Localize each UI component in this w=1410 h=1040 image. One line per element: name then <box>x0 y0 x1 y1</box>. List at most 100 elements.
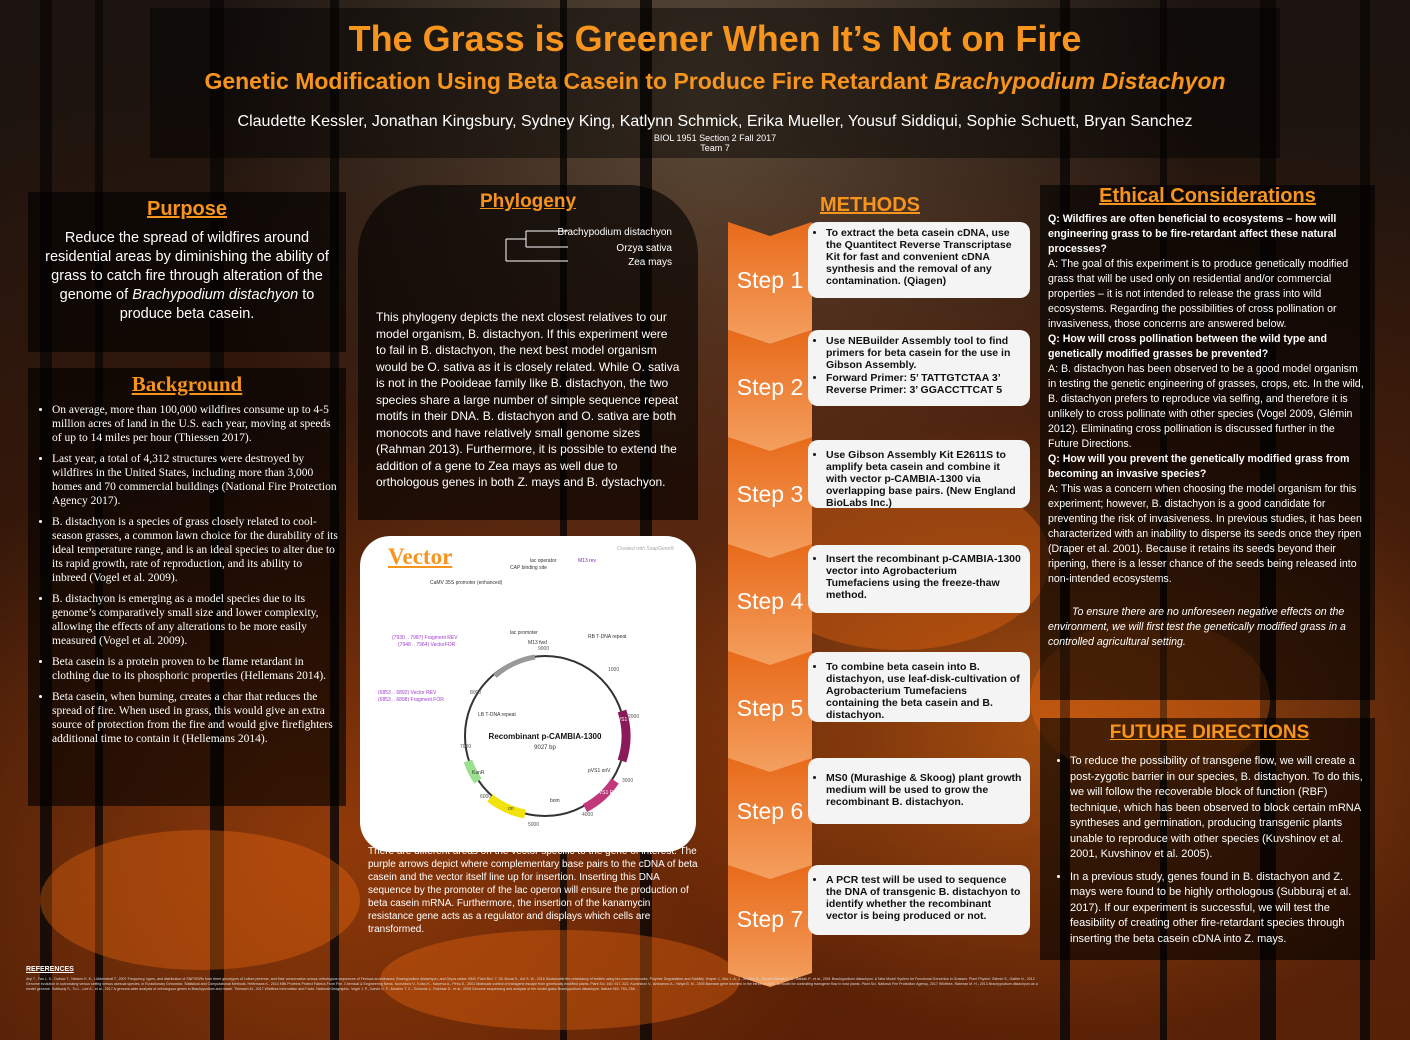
plasmid-label: (6853 .. 6892) Vector REV <box>378 690 437 696</box>
plasmid-label: ori <box>508 806 514 812</box>
background-item: Last year, a total of 4,312 structures w… <box>52 452 338 508</box>
plasmid-tick: 3000 <box>622 778 633 784</box>
step-item: Use NEBuilder Assembly tool to find prim… <box>826 335 1022 371</box>
ethics-closing: To ensure there are no unforeseen negati… <box>1048 606 1346 648</box>
plasmid-label: pVS1 RepA <box>596 790 623 796</box>
purpose-panel: Purpose Reduce the spread of wildfires a… <box>28 192 346 352</box>
plasmid-label: lac operator <box>530 558 557 564</box>
background-item: Beta casein, when burning, creates a cha… <box>52 690 338 746</box>
step-box: A PCR test will be used to sequence the … <box>808 865 1030 935</box>
feature-arc <box>493 654 536 678</box>
step-label: Step 4 <box>736 588 804 614</box>
plasmid-label: RB T-DNA repeat <box>588 634 627 640</box>
plasmid-label: (6853 .. 6898) Fragment FOR <box>378 697 444 703</box>
ethics-answer: A: The goal of this experiment is to pro… <box>1048 258 1349 330</box>
purpose-heading: Purpose <box>146 198 228 220</box>
plasmid-size: 9027 bp <box>534 745 556 751</box>
plasmid-tick: 4000 <box>582 812 593 818</box>
plasmid-label: bom <box>550 798 560 804</box>
plasmid-tick: 1000 <box>608 667 619 673</box>
step-item: Use Gibson Assembly Kit E2611S to amplif… <box>826 449 1022 509</box>
background-panel: Background On average, more than 100,000… <box>28 368 346 806</box>
plasmid-label: CAP binding site <box>510 565 547 571</box>
step-box: To extract the beta casein cDNA, use the… <box>808 222 1030 298</box>
plasmid-label: (7948 .. 7964) VectorFOR <box>398 642 456 648</box>
ethics-question: Q: How will cross pollination between th… <box>1048 333 1327 360</box>
feature-arc <box>463 759 482 784</box>
subtitle-species: Brachypodium Distachyon <box>934 68 1226 94</box>
plasmid-tick: 9000 <box>538 646 549 652</box>
background-item: Beta casein is a protein proven to be fl… <box>52 655 338 683</box>
taxon-label: Brachypodium distachyon <box>557 227 672 238</box>
purpose-text-1: Reduce the spread of wildfires around re… <box>45 230 329 303</box>
background-item: On average, more than 100,000 wildfires … <box>52 403 338 445</box>
taxon-label: Orzya sativa <box>616 243 672 254</box>
future-list: To reduce the possibility of transgene f… <box>1054 754 1365 947</box>
plasmid-label: CaMV 35S promoter (enhanced) <box>430 580 503 586</box>
ethics-heading: Ethical Considerations <box>1099 185 1316 207</box>
step-box: To combine beta casein into B. distachyo… <box>808 652 1030 722</box>
plasmid-label: M13 rev <box>578 558 597 564</box>
vector-heading: Vector <box>388 544 453 569</box>
vector-description: There are different areas on the vector … <box>368 846 698 935</box>
plasmid-tick: 5000 <box>528 822 539 828</box>
step-label: Step 7 <box>736 906 804 932</box>
vector-panel: Vector Created with SnapGene® Recombinan… <box>360 536 696 852</box>
authors-line: Claudette Kessler, Jonathan Kingsbury, S… <box>237 113 1193 130</box>
feature-arc <box>617 709 631 763</box>
poster-title: The Grass is Greener When It’s Not on Fi… <box>348 18 1082 59</box>
background-item: B. distachyon is a species of grass clos… <box>52 515 338 585</box>
ethics-answer: A: This was a concern when choosing the … <box>1048 483 1362 585</box>
phylogeny-text: This phylogeny depicts the next closest … <box>376 310 680 489</box>
step-item: To combine beta casein into B. distachyo… <box>826 661 1022 721</box>
plasmid-tick: 2000 <box>628 714 639 720</box>
team-line: Team 7 <box>700 143 730 153</box>
step-item: Forward Primer: 5’ TATTGTCTAA 3’ Reverse… <box>826 372 1022 396</box>
ethics-question: Q: Wildfires are often beneficial to eco… <box>1048 213 1337 255</box>
future-panel: FUTURE DIRECTIONS To reduce the possibil… <box>1040 718 1375 960</box>
plasmid-tick: 6000 <box>480 794 491 800</box>
step-item: To extract the beta casein cDNA, use the… <box>826 227 1022 287</box>
plasmid-label: pVS1 oriV <box>588 768 611 774</box>
future-item: In a previous study, genes found in B. d… <box>1070 870 1365 948</box>
plasmid-label: (7930 .. 7987) Fragment REV <box>392 635 458 641</box>
references-text: Aiqi T., Fan L. K., Dubow T., Nielsen K.… <box>26 977 1038 991</box>
taxon-label: Zea mays <box>628 257 672 268</box>
methods-heading: METHODS <box>820 194 920 216</box>
feature-arc <box>487 794 526 819</box>
plasmid-tick: 8000 <box>470 690 481 696</box>
plasmid-tick: 7000 <box>460 744 471 750</box>
step-label: Step 2 <box>736 374 804 400</box>
feature-arc <box>582 778 619 812</box>
step-box: Use Gibson Assembly Kit E2611S to amplif… <box>808 440 1030 509</box>
references-section: REFERENCES Aiqi T., Fan L. K., Dubow T.,… <box>26 966 1046 992</box>
step-item: Insert the recombinant p-CAMBIA-1300 vec… <box>826 553 1022 601</box>
ethics-question: Q: How will you prevent the genetically … <box>1048 453 1350 480</box>
plasmid-map: Recombinant p-CAMBIA-1300 9027 bp lac op… <box>378 558 640 828</box>
step-item: A PCR test will be used to sequence the … <box>826 874 1022 922</box>
snapgene-watermark: Created with SnapGene® <box>616 546 674 552</box>
subtitle-text: Genetic Modification Using Beta Casein t… <box>204 68 935 94</box>
ethics-answer: A: B. distachyon has been observed to be… <box>1048 363 1364 450</box>
title-banner: The Grass is Greener When It’s Not on Fi… <box>150 8 1280 158</box>
phylogeny-panel: Phylogeny Brachypodium distachyon Orzya … <box>358 185 698 520</box>
phylogeny-tree: Brachypodium distachyon Orzya sativa Zea… <box>505 227 672 268</box>
plasmid-label: lac promoter <box>510 630 538 636</box>
future-heading: FUTURE DIRECTIONS <box>1109 722 1310 743</box>
background-list: On average, more than 100,000 wildfires … <box>36 403 338 746</box>
step-label: Step 5 <box>736 695 804 721</box>
plasmid-label: LB T-DNA repeat <box>478 712 516 718</box>
future-item: To reduce the possibility of transgene f… <box>1070 754 1365 863</box>
plasmid-label: KanR <box>472 770 485 776</box>
phylogeny-heading: Phylogeny <box>479 191 577 212</box>
step-label: Step 3 <box>736 481 804 507</box>
background-item: B. distachyon is emerging as a model spe… <box>52 592 338 648</box>
purpose-species: Brachypodium distachyon <box>132 287 299 303</box>
plasmid-name: Recombinant p-CAMBIA-1300 <box>489 732 602 741</box>
step-item: MS0 (Murashige & Skoog) plant growth med… <box>826 772 1022 808</box>
purpose-text-2: to produce beta casein. <box>119 287 315 322</box>
step-box: MS0 (Murashige & Skoog) plant growth med… <box>808 758 1030 824</box>
purpose-text: Reduce the spread of wildfires around re… <box>42 229 332 324</box>
references-heading: REFERENCES <box>26 966 74 973</box>
step-label: Step 1 <box>736 267 804 293</box>
